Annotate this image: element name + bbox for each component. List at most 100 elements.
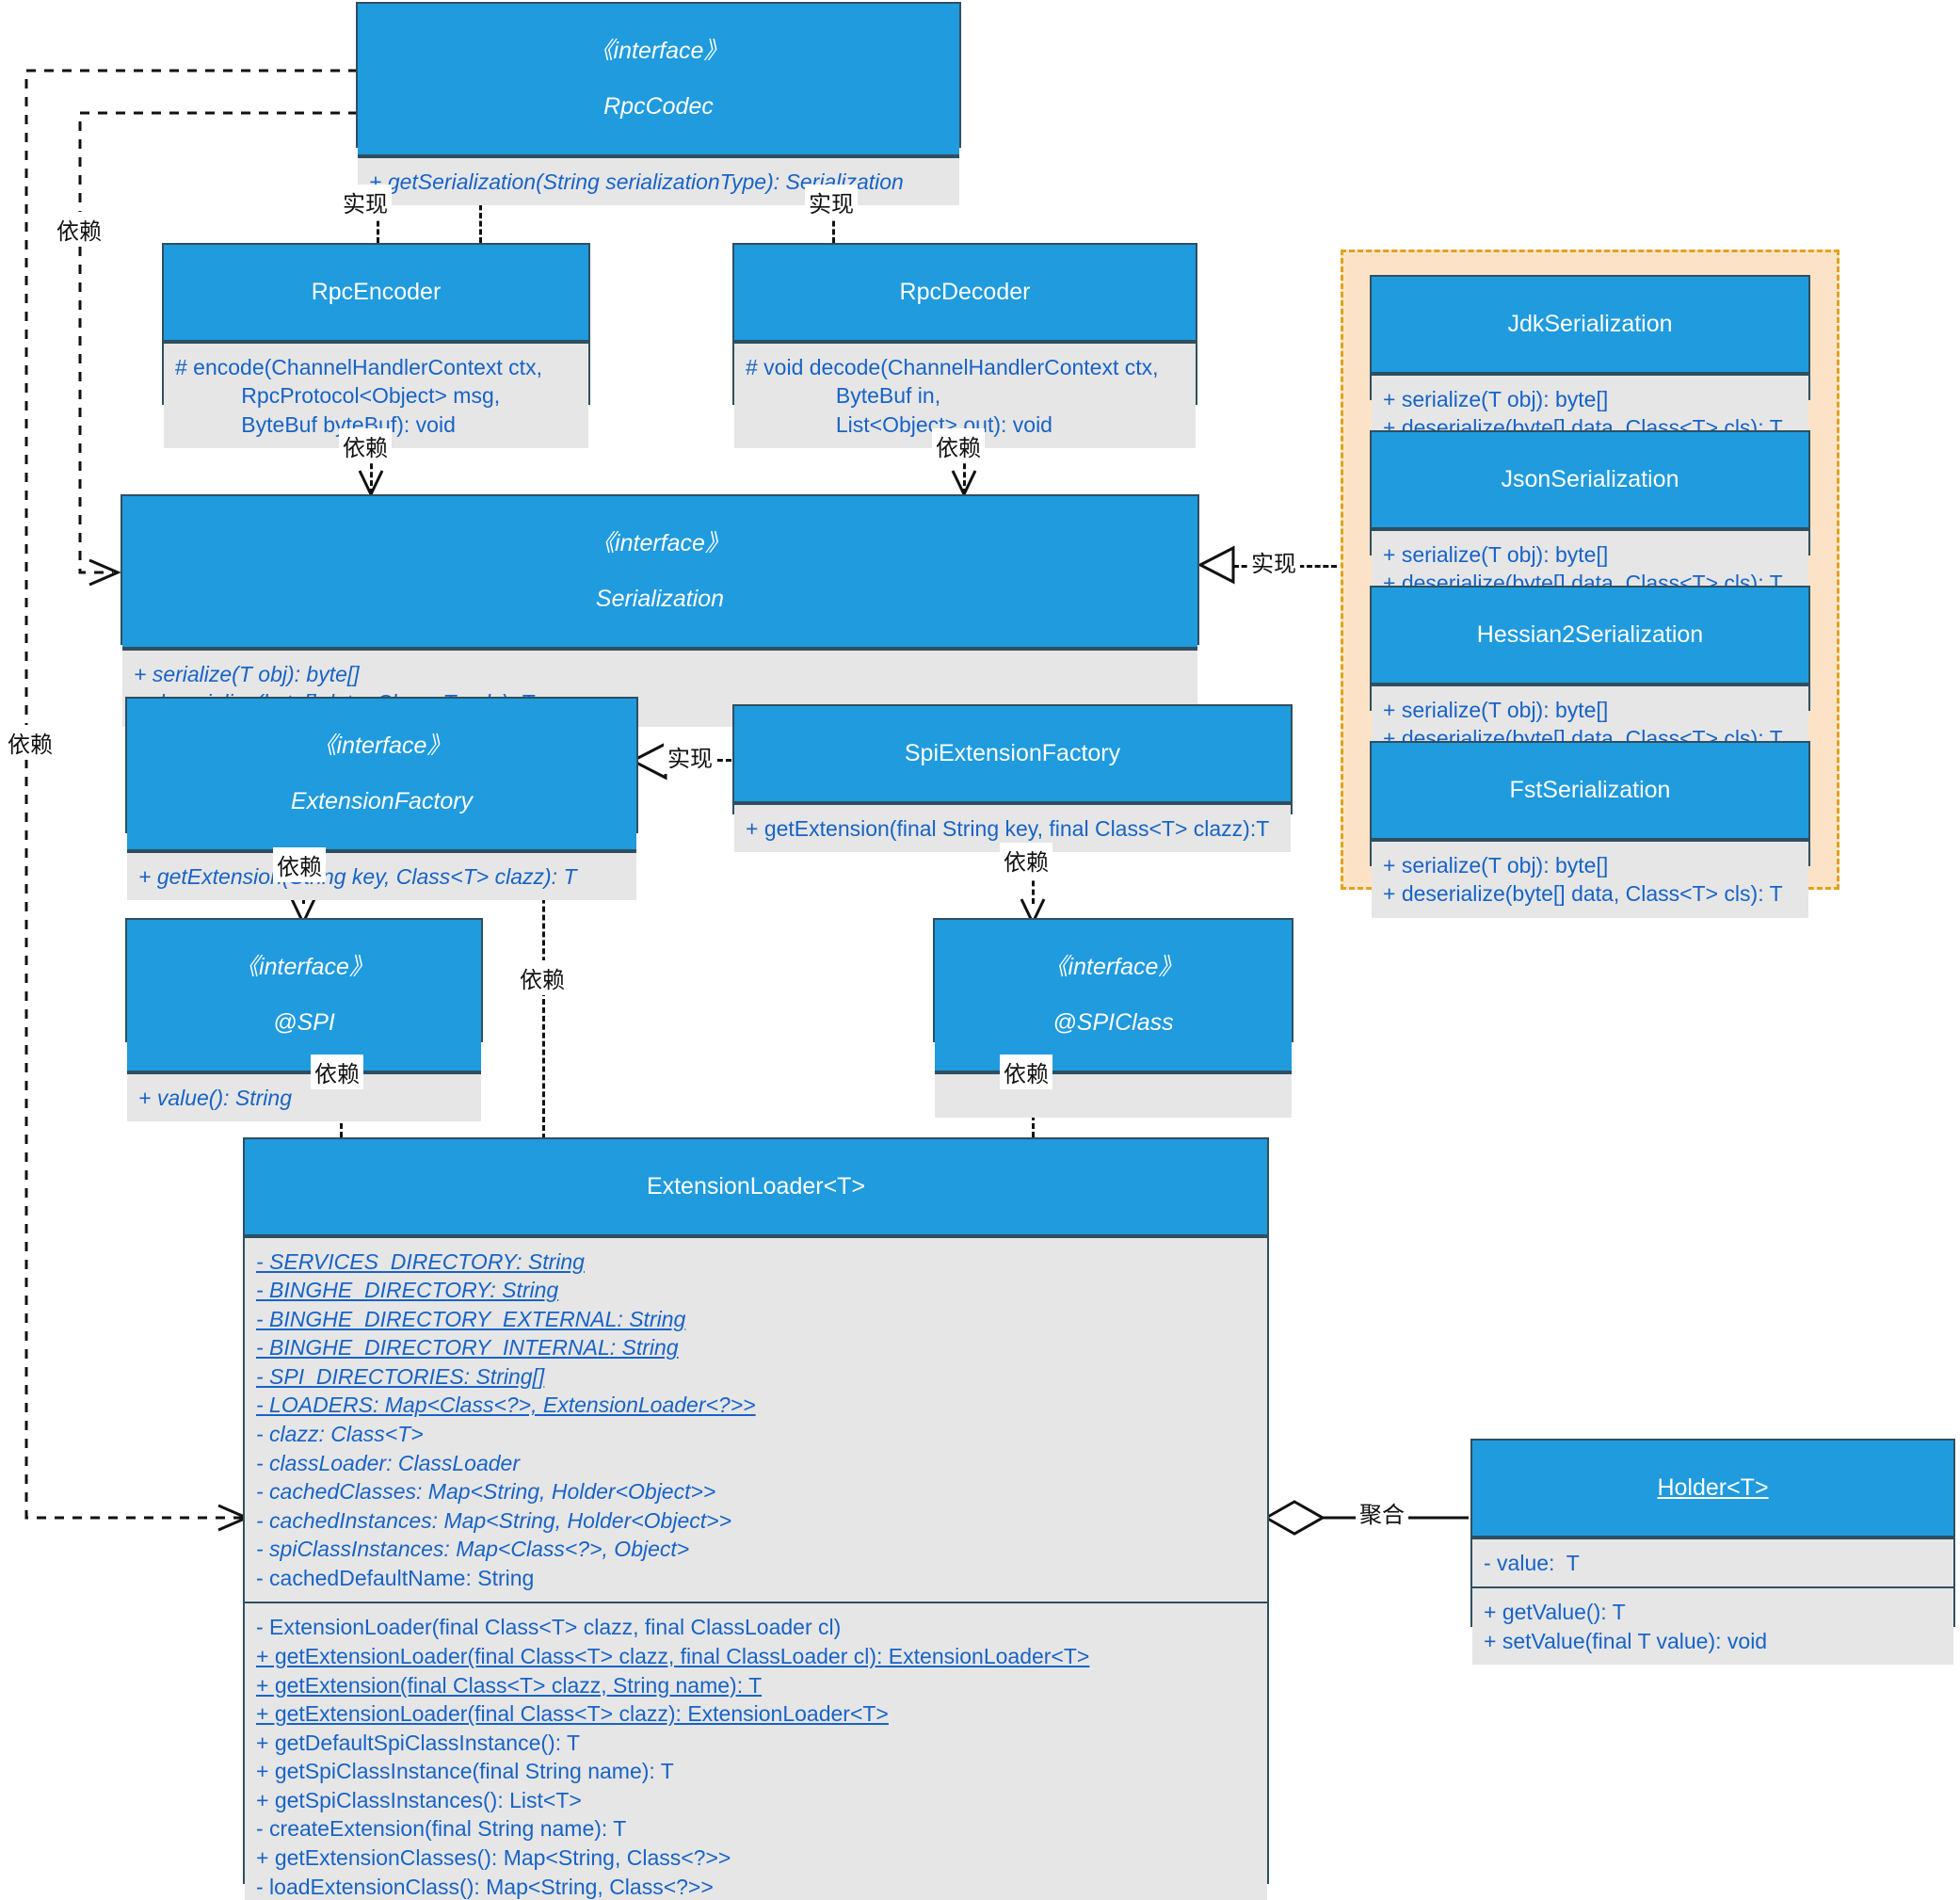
class-name-label: FstSerialization <box>1509 776 1671 803</box>
class-methods-spi-extension-factory: + getExtension(final String key, final C… <box>734 802 1291 853</box>
stereotype-label: 《interface》 <box>591 529 729 556</box>
stereotype-label: 《interface》 <box>235 953 373 980</box>
edge-label-dep-spiclass-loader: 依赖 <box>1000 1055 1052 1089</box>
class-name-label: @SPI <box>273 1008 335 1036</box>
class-box-fst-serialization[interactable]: FstSerialization + serialize(T obj): byt… <box>1370 741 1810 918</box>
class-methods-spi-class <box>935 1071 1292 1118</box>
class-name-label: RpcEncoder <box>311 278 442 305</box>
attribute-row: - SPI_DIRECTORIES: String[] <box>256 1363 545 1389</box>
class-box-rpc-codec[interactable]: 《interface》 RpcCodec + getSerialization(… <box>356 2 961 206</box>
class-header-json-serialization: JsonSerialization <box>1372 432 1808 529</box>
class-header-fst-serialization: FstSerialization <box>1372 743 1808 840</box>
edge-label-dep-loader-factory: 依赖 <box>516 960 569 995</box>
method-row: + getSpiClassInstance(final String name)… <box>256 1759 674 1784</box>
class-header-extension-loader: ExtensionLoader<T> <box>245 1139 1267 1236</box>
attribute-row: - LOADERS: Map<Class<?>, ExtensionLoader… <box>256 1393 756 1418</box>
method-row: + serialize(T obj): byte[] <box>134 661 360 686</box>
class-box-serialization[interactable]: 《interface》 Serialization + serialize(T … <box>120 494 1199 727</box>
class-box-spi-class[interactable]: 《interface》 @SPIClass <box>933 918 1293 1118</box>
class-name-label: JdkSerialization <box>1507 310 1673 337</box>
edge-label-dep-encoder: 依赖 <box>339 428 392 463</box>
attribute-row: - cachedClasses: Map<String, Holder<Obje… <box>256 1479 716 1505</box>
class-name-label: JsonSerialization <box>1501 465 1679 492</box>
class-name-label: Serialization <box>595 585 725 612</box>
class-name-label: ExtensionLoader<T> <box>646 1172 866 1200</box>
method-row: + getExtensionClasses(): Map<String, Cla… <box>256 1845 731 1871</box>
edge-label-realize-serialization: 实现 <box>1247 544 1300 579</box>
class-box-spi[interactable]: 《interface》 @SPI + value(): String <box>125 918 483 1122</box>
class-header-rpc-decoder: RpcDecoder <box>734 245 1196 342</box>
method-row: # encode(ChannelHandlerContext ctx, <box>175 354 542 379</box>
attribute-row: - BINGHE_DIRECTORY_INTERNAL: String <box>256 1335 679 1361</box>
attribute-row: - cachedDefaultName: String <box>256 1565 535 1590</box>
class-header-extension-factory: 《interface》 ExtensionFactory <box>127 699 636 851</box>
method-row: + deserialize(byte[] data, Class<T> cls)… <box>1383 881 1783 907</box>
attribute-row: - value: T <box>1484 1550 1580 1575</box>
method-row: + getDefaultSpiClassInstance(): T <box>256 1730 581 1755</box>
class-attributes-extension-loader: - SERVICES_DIRECTORY: String - BINGHE_DIR… <box>245 1235 1267 1602</box>
method-row: + getExtension(String key, Class<T> claz… <box>138 863 577 889</box>
edge-label-dep-loader-left: 依赖 <box>4 725 56 760</box>
edge-label-realize-extension-factory: 实现 <box>664 739 716 774</box>
method-row: + getExtension(final Class<T> clazz, Str… <box>256 1672 763 1698</box>
edge-label-dep-spifactory-spiclass: 依赖 <box>1000 843 1052 878</box>
method-row: + getSerialization(String serializationT… <box>369 169 904 194</box>
class-header-serialization: 《interface》 Serialization <box>122 496 1197 649</box>
class-methods-fst-serialization: + serialize(T obj): byte[] + deserialize… <box>1372 839 1808 918</box>
class-box-rpc-decoder[interactable]: RpcDecoder # void decode(ChannelHandlerC… <box>732 243 1197 449</box>
edge-label-realize-encoder: 实现 <box>339 185 392 219</box>
attribute-row: - BINGHE_DIRECTORY: String <box>256 1278 559 1303</box>
class-methods-spi: + value(): String <box>127 1071 481 1122</box>
class-box-extension-loader[interactable]: ExtensionLoader<T> - SERVICES_DIRECTORY:… <box>243 1137 1269 1900</box>
class-name-label: ExtensionFactory <box>290 787 474 814</box>
edge-label-dep-factory-spi: 依赖 <box>273 847 326 882</box>
class-name-label: RpcDecoder <box>899 278 1031 305</box>
class-box-holder[interactable]: Holder<T> - value: T + getValue(): T + s… <box>1470 1439 1955 1666</box>
method-row: + getExtensionLoader(final Class<T> claz… <box>256 1701 889 1727</box>
class-box-rpc-encoder[interactable]: RpcEncoder # encode(ChannelHandlerContex… <box>162 243 590 449</box>
class-name-label: RpcCodec <box>603 92 714 120</box>
class-name-label: Holder<T> <box>1657 1473 1769 1501</box>
stereotype-label: 《interface》 <box>313 732 451 759</box>
method-row: + serialize(T obj): byte[] <box>1383 852 1609 878</box>
method-row: + setValue(final T value): void <box>1484 1628 1768 1653</box>
class-box-spi-extension-factory[interactable]: SpiExtensionFactory + getExtension(final… <box>732 704 1293 853</box>
class-header-hessian2-serialization: Hessian2Serialization <box>1372 588 1808 684</box>
stereotype-label: 《interface》 <box>589 37 728 64</box>
edge-label-aggregation: 聚合 <box>1356 1495 1408 1530</box>
method-row: + getExtension(final String key, final C… <box>746 815 1270 841</box>
method-row: - loadExtensionClass(): Map<String, Clas… <box>256 1874 714 1899</box>
attribute-row: - cachedInstances: Map<String, Holder<Ob… <box>256 1507 732 1533</box>
method-row: + value(): String <box>138 1085 292 1110</box>
class-box-extension-factory[interactable]: 《interface》 ExtensionFactory + getExtens… <box>125 697 638 901</box>
class-box-jdk-serialization[interactable]: JdkSerialization + serialize(T obj): byt… <box>1370 275 1810 452</box>
method-row: + getExtensionLoader(final Class<T> claz… <box>256 1644 1090 1669</box>
class-name-label: SpiExtensionFactory <box>904 739 1121 766</box>
method-row: + getValue(): T <box>1484 1600 1626 1625</box>
edge-realize-encoder <box>479 188 482 243</box>
class-name-label: Hessian2Serialization <box>1476 620 1704 648</box>
method-row: - ExtensionLoader(final Class<T> clazz, … <box>256 1615 842 1640</box>
stereotype-label: 《interface》 <box>1044 953 1182 980</box>
method-row: - createExtension(final String name): T <box>256 1816 627 1842</box>
attribute-row: - SERVICES_DIRECTORY: String <box>256 1248 585 1274</box>
class-header-rpc-encoder: RpcEncoder <box>164 245 588 342</box>
method-row: + getSpiClassInstances(): List<T> <box>256 1787 582 1812</box>
class-header-rpc-codec: 《interface》 RpcCodec <box>358 4 959 156</box>
class-box-json-serialization[interactable]: JsonSerialization + serialize(T obj): by… <box>1370 430 1810 607</box>
class-box-hessian2-serialization[interactable]: Hessian2Serialization + serialize(T obj)… <box>1370 586 1810 763</box>
class-attributes-holder: - value: T <box>1472 1537 1953 1587</box>
class-methods-rpc-codec: + getSerialization(String serializationT… <box>358 155 959 206</box>
attribute-row: - BINGHE_DIRECTORY_EXTERNAL: String <box>256 1306 686 1331</box>
method-row: + serialize(T obj): byte[] <box>1383 697 1609 722</box>
attribute-row: - clazz: Class<T> <box>256 1421 424 1446</box>
method-row: # void decode(ChannelHandlerContext ctx, <box>746 354 1159 379</box>
edge-label-dep-decoder: 依赖 <box>932 428 985 463</box>
class-methods-extension-loader: - ExtensionLoader(final Class<T> clazz, … <box>245 1602 1267 1900</box>
attribute-row: - classLoader: ClassLoader <box>256 1450 520 1475</box>
class-header-holder: Holder<T> <box>1472 1441 1953 1538</box>
class-header-jdk-serialization: JdkSerialization <box>1372 277 1808 374</box>
method-row: ByteBuf in, <box>746 383 941 409</box>
class-header-spi-extension-factory: SpiExtensionFactory <box>734 706 1291 803</box>
